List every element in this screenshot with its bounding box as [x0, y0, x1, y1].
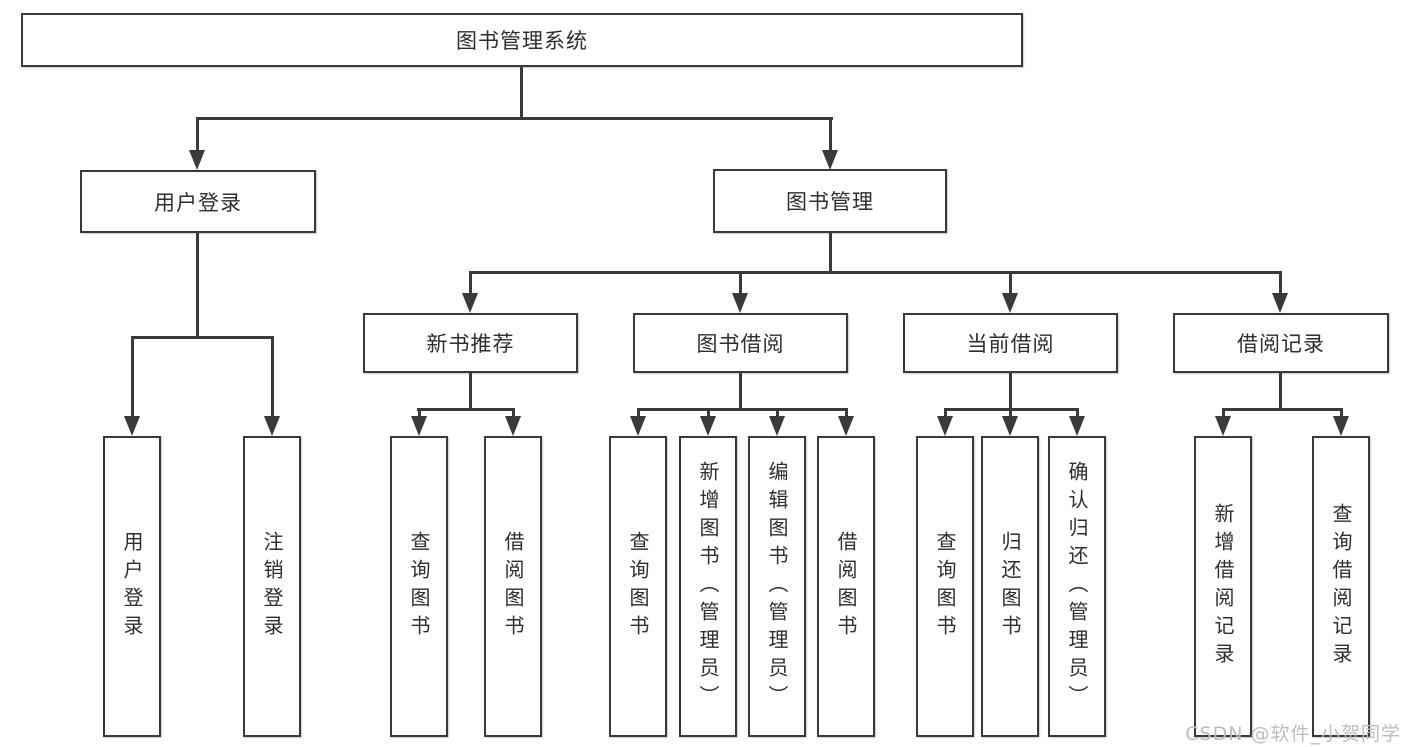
connector-v [739, 271, 742, 295]
node-root-label: 图书管理系统 [456, 29, 588, 53]
node-user-login-label: 用户登录 [154, 190, 242, 215]
connector-v [131, 336, 134, 418]
connector-v [1076, 408, 1079, 420]
arrow-down-icon [505, 416, 521, 436]
connector-v [1340, 408, 1343, 420]
arrow-down-icon [462, 293, 478, 313]
csdn-watermark: CSDN @软件_小贺同学 [1185, 723, 1401, 745]
arrow-down-icon [937, 416, 953, 436]
arrow-down-icon [124, 416, 140, 436]
node-book-management-label: 图书管理 [786, 190, 874, 214]
leaf-cb-confirm-return-admin: 确认归还（管理员） [1048, 436, 1106, 737]
connector-h [417, 408, 515, 411]
connector-h [131, 336, 274, 339]
arrow-down-icon [1272, 293, 1288, 313]
connector-v [512, 408, 515, 420]
leaf-nbr-borrow-books: 借阅图书 [484, 436, 542, 737]
connector-v [469, 271, 472, 295]
connector-v [1009, 271, 1012, 295]
connector-h [637, 408, 847, 411]
leaf-logout-label: 注销登录 [260, 530, 284, 643]
arrow-down-icon [1333, 416, 1349, 436]
connector-v [196, 117, 199, 152]
node-borrowing-records: 借阅记录 [1173, 313, 1389, 373]
node-book-borrowing: 图书借阅 [633, 313, 848, 373]
connector-v [520, 67, 523, 120]
node-current-borrowing-label: 当前借阅 [966, 332, 1055, 356]
arrow-down-icon [264, 416, 280, 436]
leaf-user-login-label: 用户登录 [120, 530, 144, 643]
node-book-borrowing-label: 图书借阅 [696, 332, 785, 356]
arrow-down-icon [700, 416, 716, 436]
leaf-bb-add-books-admin-label: 新增图书（管理员） [696, 460, 720, 713]
connector-v [637, 408, 640, 420]
connector-v [845, 408, 848, 420]
connector-v [1279, 271, 1282, 295]
node-new-book-recommendation-label: 新书推荐 [426, 332, 515, 356]
arrow-down-icon [1002, 293, 1018, 313]
leaf-bb-edit-books-admin-label: 编辑图书（管理员） [765, 460, 789, 713]
connector-v [776, 408, 779, 420]
leaf-nbr-query-books-label: 查询图书 [407, 530, 431, 643]
node-current-borrowing: 当前借阅 [903, 313, 1118, 373]
leaf-bb-borrow-books: 借阅图书 [817, 436, 875, 737]
arrow-down-icon [630, 416, 646, 436]
leaf-bb-borrow-books-label: 借阅图书 [834, 530, 858, 643]
arrow-down-icon [1215, 416, 1231, 436]
connector-v [1222, 408, 1225, 420]
connector-v [829, 117, 832, 152]
arrow-down-icon [769, 416, 785, 436]
leaf-br-add-borrow-record-label: 新增借阅记录 [1211, 502, 1235, 671]
leaf-br-query-borrow-record-label: 查询借阅记录 [1329, 502, 1353, 671]
arrow-down-icon [1002, 416, 1018, 436]
connector-v [196, 233, 199, 336]
node-borrowing-records-label: 借阅记录 [1237, 332, 1325, 356]
arrow-down-icon [1069, 416, 1085, 436]
arrow-down-icon [189, 150, 205, 170]
connector-v [1009, 408, 1012, 420]
leaf-bb-add-books-admin: 新增图书（管理员） [679, 436, 737, 737]
node-book-management: 图书管理 [713, 169, 947, 233]
leaf-br-query-borrow-record: 查询借阅记录 [1312, 436, 1370, 737]
connector-v [707, 408, 710, 420]
leaf-bb-query-books: 查询图书 [609, 436, 667, 737]
connector-v [271, 336, 274, 418]
leaf-user-login: 用户登录 [103, 436, 161, 737]
leaf-nbr-borrow-books-label: 借阅图书 [501, 530, 525, 643]
leaf-cb-return-books: 归还图书 [981, 436, 1039, 737]
connector-h [469, 271, 1282, 274]
arrow-down-icon [838, 416, 854, 436]
node-new-book-recommendation: 新书推荐 [363, 313, 578, 373]
arrow-down-icon [732, 293, 748, 313]
connector-v [739, 373, 742, 411]
leaf-cb-query-books: 查询图书 [916, 436, 974, 737]
leaf-br-add-borrow-record: 新增借阅记录 [1194, 436, 1252, 737]
connector-v [829, 233, 832, 273]
connector-v [1279, 373, 1282, 411]
leaf-bb-query-books-label: 查询图书 [626, 530, 650, 643]
leaf-cb-query-books-label: 查询图书 [933, 530, 957, 643]
leaf-nbr-query-books: 查询图书 [390, 436, 448, 737]
leaf-cb-return-books-label: 归还图书 [998, 530, 1022, 643]
node-user-login: 用户登录 [80, 170, 316, 233]
connector-v [1009, 373, 1012, 411]
leaf-logout: 注销登录 [243, 436, 301, 737]
arrow-down-icon [411, 416, 427, 436]
leaf-bb-edit-books-admin: 编辑图书（管理员） [748, 436, 806, 737]
connector-h [1222, 408, 1342, 411]
connector-h [196, 117, 833, 120]
connector-v [418, 408, 421, 420]
arrow-down-icon [822, 150, 838, 170]
node-root: 图书管理系统 [21, 13, 1023, 67]
connector-v [469, 373, 472, 411]
connector-v [944, 408, 947, 420]
leaf-cb-confirm-return-admin-label: 确认归还（管理员） [1065, 460, 1089, 713]
